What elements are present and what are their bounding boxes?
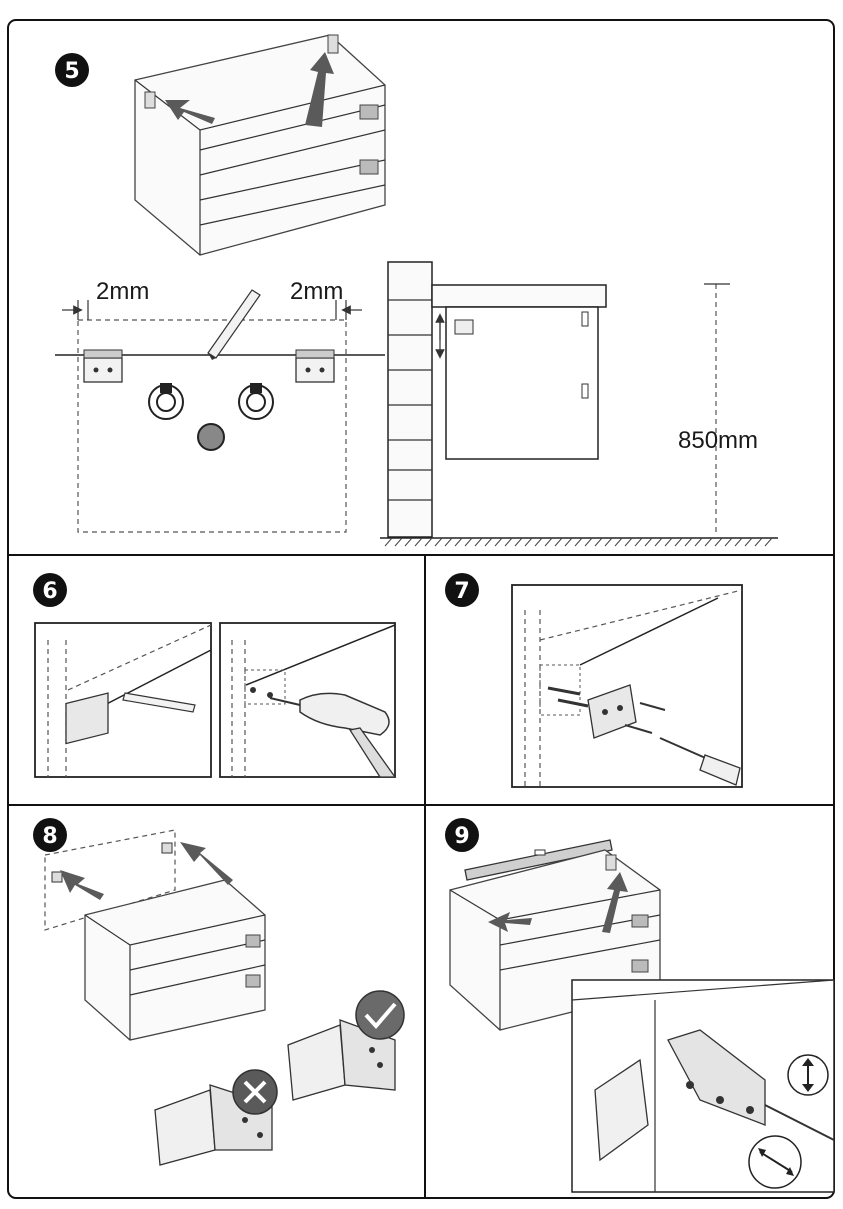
step-6-drilling-view (219, 622, 397, 778)
step-8-panel: 8 (33, 818, 405, 1166)
wall-bracket-left (83, 357, 123, 383)
step-8-badge: 8 (33, 818, 67, 852)
wall-plugs (547, 686, 589, 708)
horizontal-adjust-icon (748, 1135, 802, 1189)
step-8-cabinet (84, 879, 266, 1041)
step-7-badge: 7 (445, 573, 479, 607)
step-9-number: 9 (454, 824, 469, 849)
detail-inset (571, 979, 835, 1193)
step-6-badge: 6 (33, 573, 67, 607)
lift-arrow-right-icon (180, 842, 233, 885)
drain-pipe-icon (197, 423, 225, 451)
pencil-icon (207, 289, 261, 360)
spirit-level-icon (464, 839, 613, 881)
step-6-panel: 6 (33, 573, 397, 778)
bracket-on-wall (65, 692, 109, 745)
hanger-wrong (154, 1069, 278, 1166)
pencil-icon (122, 692, 196, 713)
sheet-border (7, 19, 835, 1199)
hanger-correct (287, 990, 405, 1101)
lift-arrow-left-icon (60, 870, 104, 900)
check-mark-icon (355, 990, 405, 1040)
step-7-panel: 7 (445, 573, 743, 788)
step-9-badge: 9 (445, 818, 479, 852)
screws (624, 702, 666, 734)
power-drill-icon (269, 692, 397, 778)
step-9-panel: 9 (445, 818, 835, 1193)
step-5-wall-layout: 2mm 2mm (55, 278, 385, 533)
screwdriver-icon (659, 737, 741, 786)
step-6-marking-view (34, 622, 212, 778)
gap-left-label: 2mm (96, 278, 149, 305)
lift-arrow-left-icon (165, 100, 215, 124)
height-label: 850mm (678, 427, 758, 454)
floor-hatching (384, 537, 773, 547)
wall-bracket-right (295, 357, 335, 383)
step-5-cabinet (134, 34, 386, 256)
lift-arrow-left-icon (488, 912, 532, 932)
mounting-bracket (587, 684, 637, 739)
step-5-panel: 5 2mm 2m (55, 34, 778, 547)
step-8-number: 8 (42, 824, 57, 849)
vertical-adjust-icon (787, 1054, 829, 1096)
step-5-number: 5 (64, 59, 79, 84)
lift-arrow-right-icon (305, 52, 334, 127)
step-5-badge: 5 (55, 53, 89, 87)
step-6-number: 6 (42, 579, 57, 604)
water-inlet-right-icon (238, 383, 274, 420)
step-5-side-view: 850mm (380, 261, 778, 547)
cross-mark-icon (232, 1069, 278, 1115)
screwdriver-icon (764, 1104, 835, 1141)
water-inlet-left-icon (148, 383, 184, 420)
step-7-number: 7 (454, 579, 469, 604)
gap-right-label: 2mm (290, 278, 343, 305)
lift-arrow-right-icon (602, 872, 628, 933)
